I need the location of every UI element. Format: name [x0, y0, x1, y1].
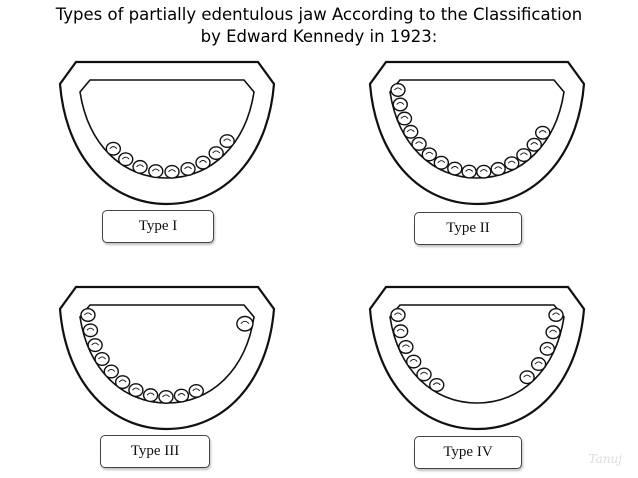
tooth-icon — [534, 125, 551, 140]
tooth-icon — [173, 388, 190, 403]
slide-title: Types of partially edentulous jaw Accord… — [0, 4, 638, 48]
type-3-label: Type III — [100, 435, 210, 468]
type-2-label: Type II — [414, 212, 522, 245]
tooth-icon — [411, 136, 427, 151]
jaw-type-4-icon — [368, 285, 586, 431]
type-4-label: Type IV — [414, 436, 522, 469]
tooth-icon — [403, 124, 419, 139]
type-2-text: Type II — [446, 220, 490, 236]
tooth-icon — [132, 159, 148, 174]
watermark-signature: Tanuj — [588, 452, 622, 466]
jaw-type-1-icon — [58, 60, 276, 206]
tooth-icon — [461, 164, 477, 179]
tooth-icon — [236, 315, 254, 332]
tooth-icon — [545, 325, 561, 340]
jaw-type-3-icon — [58, 285, 276, 431]
tooth-icon — [118, 152, 134, 167]
tooth-icon — [142, 388, 159, 403]
tooth-icon — [392, 97, 408, 112]
tooth-icon — [476, 164, 492, 179]
tooth-icon — [390, 83, 406, 98]
type-1-text: Type I — [138, 218, 178, 234]
title-line-1: Types of partially edentulous jaw Accord… — [55, 5, 583, 24]
tooth-icon — [539, 341, 556, 356]
tooth-icon — [421, 147, 438, 162]
tooth-icon — [519, 370, 535, 385]
tooth-icon — [103, 364, 119, 379]
jaw-type-2-icon — [368, 60, 586, 206]
type-1-label: Type I — [102, 210, 214, 243]
title-line-2: by Edward Kennedy in 1923: — [200, 27, 438, 46]
tooth-icon — [429, 377, 445, 392]
tooth-icon — [219, 134, 235, 149]
tooth-icon — [195, 155, 211, 170]
tooth-icon — [148, 164, 164, 179]
tooth-icon — [398, 339, 414, 354]
tooth-icon — [530, 357, 547, 372]
tooth-icon — [405, 354, 422, 369]
tooth-icon — [128, 383, 144, 398]
tooth-icon — [164, 164, 180, 179]
tooth-icon — [416, 367, 432, 382]
tooth-icon — [80, 308, 96, 323]
type-3-text: Type III — [130, 443, 180, 459]
tooth-icon — [105, 141, 122, 156]
tooth-icon — [208, 146, 224, 161]
tooth-icon — [396, 111, 413, 126]
type-4-text: Type IV — [443, 444, 493, 460]
tooth-icon — [94, 352, 110, 367]
tooth-icon — [490, 161, 506, 176]
tooth-icon — [516, 148, 532, 163]
tooth-icon — [390, 308, 406, 323]
tooth-icon — [526, 137, 542, 152]
tooth-icon — [158, 389, 174, 404]
tooth-icon — [82, 323, 99, 338]
tooth-icon — [87, 338, 103, 353]
tooth-icon — [433, 155, 450, 170]
tooth-icon — [447, 161, 463, 176]
tooth-icon — [392, 324, 409, 339]
tooth-icon — [548, 308, 564, 323]
tooth-icon — [114, 375, 131, 390]
tooth-icon — [504, 156, 520, 171]
tooth-icon — [180, 161, 196, 176]
tooth-icon — [188, 383, 204, 398]
